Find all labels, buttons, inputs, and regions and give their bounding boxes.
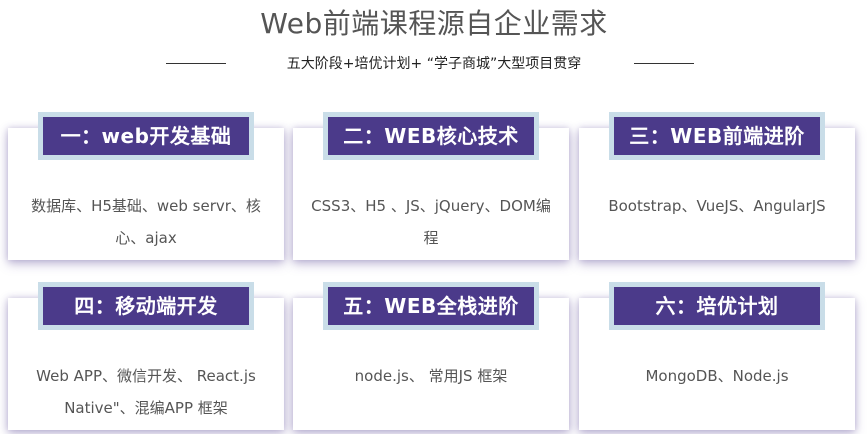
subtitle-row: 五大阶段+培优计划+ “学子商城”大型项目贯穿: [0, 52, 868, 76]
stage-badge: 三：WEB前端进阶: [609, 112, 825, 160]
stage-badge-label: 二：WEB核心技术: [328, 117, 534, 155]
page-subtitle: 五大阶段+培优计划+ “学子商城”大型项目贯穿: [286, 56, 582, 72]
stage-description: Web APP、微信开发、 React.js Native"、混编APP 框架: [36, 367, 256, 417]
stage-badge-label: 一：web开发基础: [43, 117, 249, 155]
stage-description: MongoDB、Node.js: [645, 367, 789, 385]
stage-card-1: 一：web开发基础 数据库、H5基础、web servr、核心、ajax: [8, 112, 284, 260]
stage-badge-label: 五：WEB全栈进阶: [328, 287, 534, 325]
stage-card-3: 三：WEB前端进阶 Bootstrap、VueJS、AngularJS: [579, 112, 855, 260]
stage-badge-label: 三：WEB前端进阶: [614, 117, 820, 155]
stage-badge: 六：培优计划: [609, 282, 825, 330]
stage-card-4: 四：移动端开发 Web APP、微信开发、 React.js Native"、混…: [8, 282, 284, 430]
stage-card-6: 六：培优计划 MongoDB、Node.js: [579, 282, 855, 430]
stage-badge: 五：WEB全栈进阶: [323, 282, 539, 330]
stage-card-2: 二：WEB核心技术 CSS3、H5 、JS、jQuery、DOM编程: [293, 112, 569, 260]
subtitle-divider-left: [166, 63, 226, 64]
stage-badge: 二：WEB核心技术: [323, 112, 539, 160]
stage-description: 数据库、H5基础、web servr、核心、ajax: [31, 197, 261, 247]
stage-description: node.js、 常用JS 框架: [354, 367, 508, 385]
stage-card-5: 五：WEB全栈进阶 node.js、 常用JS 框架: [293, 282, 569, 430]
subtitle-divider-right: [634, 63, 694, 64]
stage-badge-label: 四：移动端开发: [43, 287, 249, 325]
stage-badge-label: 六：培优计划: [614, 287, 820, 325]
stage-description: Bootstrap、VueJS、AngularJS: [608, 197, 826, 215]
stage-description: CSS3、H5 、JS、jQuery、DOM编程: [311, 197, 551, 247]
page-title: Web前端课程源自企业需求: [260, 7, 608, 40]
stage-badge: 一：web开发基础: [38, 112, 254, 160]
stage-badge: 四：移动端开发: [38, 282, 254, 330]
